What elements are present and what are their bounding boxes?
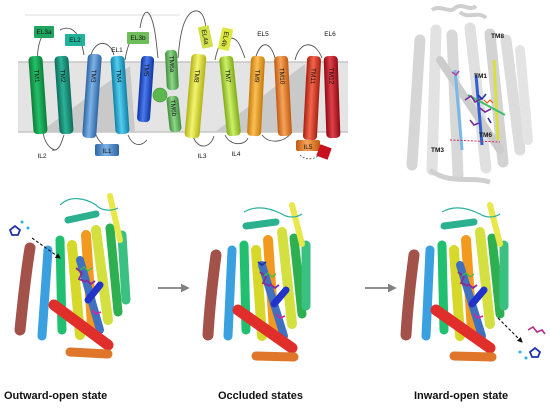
tm12-helix: TM12 bbox=[323, 55, 341, 139]
svg-text:TM6a: TM6a bbox=[167, 56, 175, 73]
svg-text:TM11: TM11 bbox=[309, 68, 317, 85]
el5-label: EL5 bbox=[257, 31, 269, 38]
il2-label: IL2 bbox=[37, 153, 46, 160]
il5-box bbox=[296, 140, 320, 151]
svg-text:TM10: TM10 bbox=[278, 68, 286, 85]
el4b-box bbox=[218, 27, 233, 51]
tm6a-helix: TM6a bbox=[165, 49, 179, 91]
exit-path-arrow bbox=[497, 317, 523, 343]
inward-open-structure bbox=[400, 202, 509, 362]
occluded-structure bbox=[202, 202, 311, 362]
lipid-released bbox=[527, 325, 546, 335]
ion-released-2 bbox=[524, 356, 528, 360]
el4a-box bbox=[198, 25, 213, 49]
svg-text:TM1: TM1 bbox=[32, 69, 40, 83]
outward-open-structure bbox=[14, 193, 131, 359]
tm6b-helix: TM6b bbox=[166, 95, 182, 133]
el3b-label: EL3b bbox=[130, 35, 146, 42]
tm6-unwound-segment bbox=[152, 87, 168, 103]
outward-open-caption: Outward-open state bbox=[4, 390, 108, 402]
tm11-helix: TM11 bbox=[303, 55, 321, 141]
svg-text:TM7: TM7 bbox=[223, 69, 231, 83]
c-terminal-tail bbox=[299, 154, 319, 160]
tm5-helix: TM5 bbox=[137, 55, 155, 123]
tm1-helix: TM1 bbox=[28, 55, 48, 135]
el1-label: EL1 bbox=[111, 47, 123, 54]
ligand-released bbox=[528, 346, 542, 358]
ion-outside-2 bbox=[26, 226, 30, 230]
tm6-struct-label: TM6 bbox=[479, 132, 492, 139]
el4a-label: EL4a bbox=[200, 29, 210, 46]
il3-label: IL3 bbox=[197, 153, 206, 160]
tm9-helix: TM9 bbox=[247, 55, 265, 137]
el4b-label: EL4b bbox=[219, 31, 229, 48]
c-terminal-box bbox=[316, 144, 332, 160]
il5-label: IL5 bbox=[303, 144, 312, 151]
svg-text:TM5: TM5 bbox=[142, 63, 150, 77]
inward-open-caption: Inward-open state bbox=[414, 390, 509, 402]
ion-outside-1 bbox=[20, 220, 24, 224]
tm2-helix: TM2 bbox=[54, 55, 74, 135]
tm10-helix: TM10 bbox=[274, 55, 292, 137]
el3a-label: EL3a bbox=[36, 29, 52, 36]
tm8-helix: TM8 bbox=[184, 53, 207, 139]
el2-label: EL2 bbox=[69, 37, 81, 44]
il1-box bbox=[95, 144, 119, 156]
il1-label: IL1 bbox=[102, 148, 111, 155]
el3a-box bbox=[34, 26, 54, 38]
svg-text:TM3: TM3 bbox=[89, 69, 97, 83]
ion-released-1 bbox=[518, 350, 522, 354]
side-view-structure bbox=[406, 4, 533, 185]
svg-text:TM4: TM4 bbox=[114, 69, 122, 83]
svg-text:TM6b: TM6b bbox=[169, 99, 178, 117]
tm1-struct-label: TM1 bbox=[474, 73, 487, 80]
tm3-helix: TM3 bbox=[82, 53, 102, 139]
tm3-struct-label: TM3 bbox=[431, 147, 444, 154]
svg-text:TM8: TM8 bbox=[192, 69, 200, 83]
ligand-outside bbox=[8, 224, 22, 236]
tm7-helix: TM7 bbox=[219, 55, 241, 137]
tm4-helix: TM4 bbox=[110, 55, 130, 135]
entry-path-arrow bbox=[31, 237, 61, 259]
svg-text:TM2: TM2 bbox=[58, 69, 66, 83]
svg-text:TM12: TM12 bbox=[327, 68, 335, 85]
topology-diagram: EL3a EL2 EL1 EL3b EL4a EL4b EL5 EL6 TM1 … bbox=[18, 10, 348, 160]
tm8-struct-label: TM8 bbox=[491, 33, 504, 40]
svg-text:TM9: TM9 bbox=[253, 69, 261, 83]
occluded-caption: Occluded states bbox=[218, 390, 303, 402]
el3b-box bbox=[127, 32, 149, 44]
el6-label: EL6 bbox=[324, 31, 336, 38]
el2-box bbox=[65, 34, 85, 46]
il4-label: IL4 bbox=[231, 151, 240, 158]
